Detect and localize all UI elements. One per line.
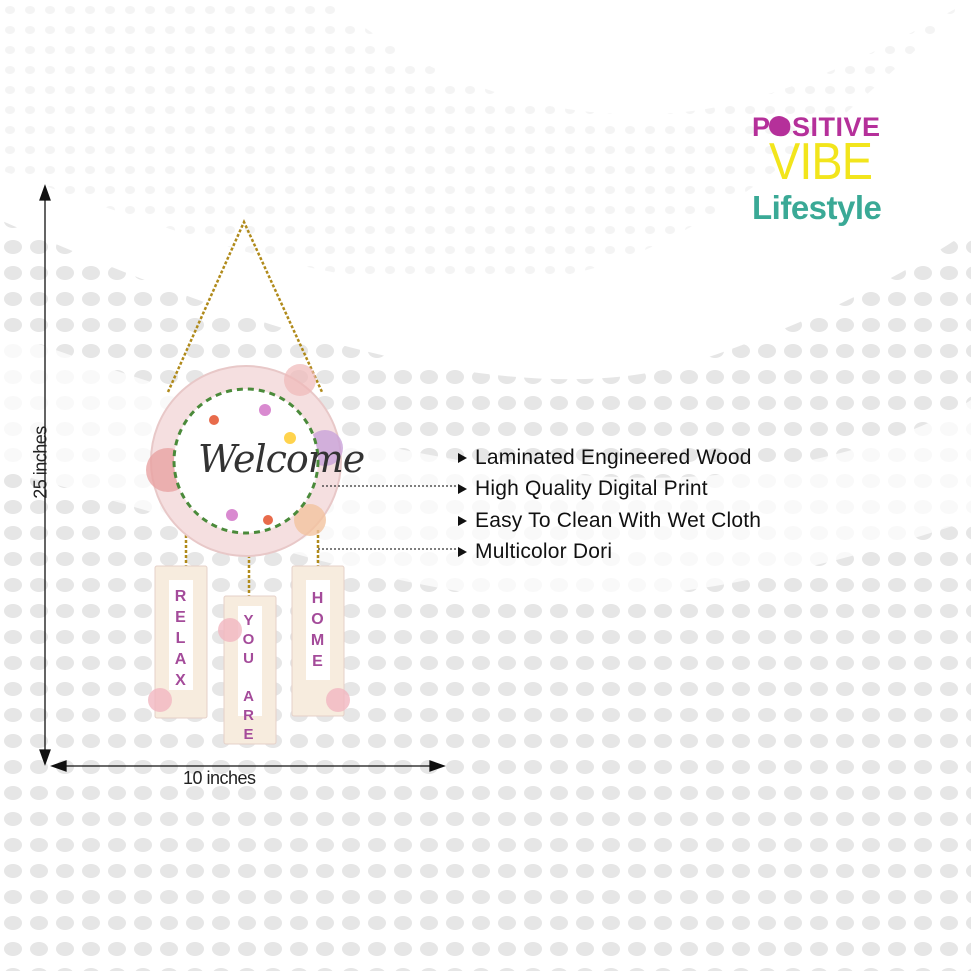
triangle-bullet-icon xyxy=(458,515,467,526)
width-dimension-arrow xyxy=(50,760,446,772)
feature-text: High Quality Digital Print xyxy=(475,477,708,501)
triangle-bullet-icon xyxy=(458,484,467,495)
height-dimension-arrow xyxy=(39,184,51,766)
width-label: 10 inches xyxy=(183,768,256,788)
brand-line-positive: POSITIVE xyxy=(752,112,881,142)
feature-item: High Quality Digital Print xyxy=(458,474,761,506)
welcome-board xyxy=(146,364,343,557)
feature-item: Multicolor Dori xyxy=(458,537,761,569)
leader-lines xyxy=(318,485,456,550)
welcome-sign-text: Welcome xyxy=(198,437,365,481)
feature-item: Laminated Engineered Wood xyxy=(458,442,761,474)
hanging-tags xyxy=(148,565,350,745)
feature-list: Laminated Engineered Wood High Quality D… xyxy=(458,442,761,568)
feature-text: Easy To Clean With Wet Cloth xyxy=(475,508,762,532)
yin-yang-icon xyxy=(769,116,789,136)
tag-home: HOME xyxy=(309,590,326,674)
feature-item: Easy To Clean With Wet Cloth xyxy=(458,505,761,537)
feature-text: Laminated Engineered Wood xyxy=(475,445,752,469)
brand-line-lifestyle: Lifestyle xyxy=(752,189,882,226)
triangle-bullet-icon xyxy=(458,547,467,558)
tag-you-are: YOU ARE xyxy=(240,612,257,745)
hanging-rope xyxy=(166,218,324,596)
triangle-bullet-icon xyxy=(458,452,467,463)
feature-text: Multicolor Dori xyxy=(475,540,613,564)
brand-line-vibe: VIBE xyxy=(769,133,873,191)
tag-relax: RELAX xyxy=(172,588,189,693)
height-label: 25 inches xyxy=(30,426,51,499)
